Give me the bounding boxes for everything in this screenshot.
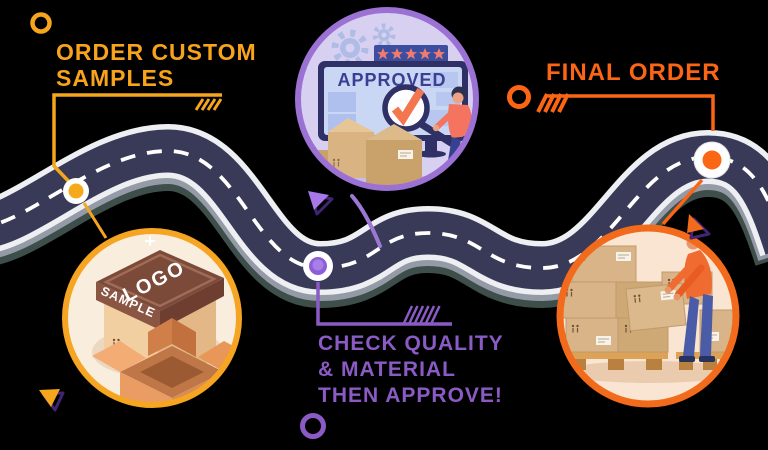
- speed-lines-purple: [402, 305, 441, 324]
- sample-box-art: LOGO SAMPLE: [65, 231, 239, 421]
- sample-box-badge: LOGO SAMPLE: [62, 228, 242, 421]
- ring-icon-amber: [30, 12, 52, 34]
- triangle-icon-orange-left: [39, 389, 65, 412]
- approval-badge: APPROVED: [295, 7, 479, 191]
- box-label: [397, 149, 414, 160]
- warehouse-badge-border: [556, 224, 740, 408]
- step1-label: ORDER CUSTOM SAMPLES: [56, 39, 257, 91]
- road: [0, 123, 768, 309]
- sparkle-icon: [227, 257, 237, 267]
- road-marker-quality: [303, 251, 333, 281]
- connector-step2: [316, 282, 452, 326]
- box-label: [615, 251, 632, 262]
- approved-label: APPROVED: [337, 70, 446, 90]
- step2-label: CHECK QUALITY & MATERIAL THEN APPROVE!: [318, 331, 504, 409]
- step2-label-line2: & MATERIAL: [318, 358, 456, 381]
- connectors: [52, 93, 715, 326]
- step1-label-line2: SAMPLES: [56, 65, 175, 91]
- gear-icon: [331, 23, 396, 67]
- warehouse-art: [560, 228, 736, 404]
- approval-badge-border: [295, 7, 479, 191]
- triangle-icon-orange-right: [687, 214, 711, 240]
- step2-label-line3: THEN APPROVE!: [318, 384, 503, 407]
- connector-step1: [52, 93, 222, 191]
- approval-leader-line: [350, 194, 382, 248]
- step2-label-line1: CHECK QUALITY: [318, 332, 504, 355]
- warehouse-worker: [664, 229, 715, 362]
- connector-step3: [546, 94, 715, 131]
- triangle-icon-purple: [308, 191, 334, 216]
- road-marker-final: [693, 141, 731, 179]
- ring-icon-orange: [507, 85, 531, 109]
- road-center-line: [0, 149, 768, 270]
- star-rating: [374, 45, 448, 63]
- connector-step1-badge: [82, 202, 108, 239]
- speed-lines-orange: [536, 93, 570, 113]
- magnifier-check-icon: [382, 84, 455, 147]
- road-marker-sample: [63, 178, 89, 204]
- open-box: [92, 318, 239, 421]
- sample-badge-border: [62, 228, 242, 408]
- speed-lines-amber: [194, 98, 223, 111]
- held-box: [625, 282, 687, 332]
- step1-label-line1: ORDER CUSTOM: [56, 39, 257, 65]
- step3-label-line1: FINAL ORDER: [546, 59, 721, 86]
- warehouse-badge: [556, 224, 740, 408]
- sparkle-icon: [81, 383, 91, 393]
- step3-label: FINAL ORDER: [546, 60, 721, 86]
- connector-step3-badge: [661, 178, 704, 226]
- box-label: [595, 335, 612, 346]
- ring-icon-purple: [300, 413, 326, 439]
- fragile-marks: [181, 413, 188, 421]
- floor-shadow: [562, 361, 736, 383]
